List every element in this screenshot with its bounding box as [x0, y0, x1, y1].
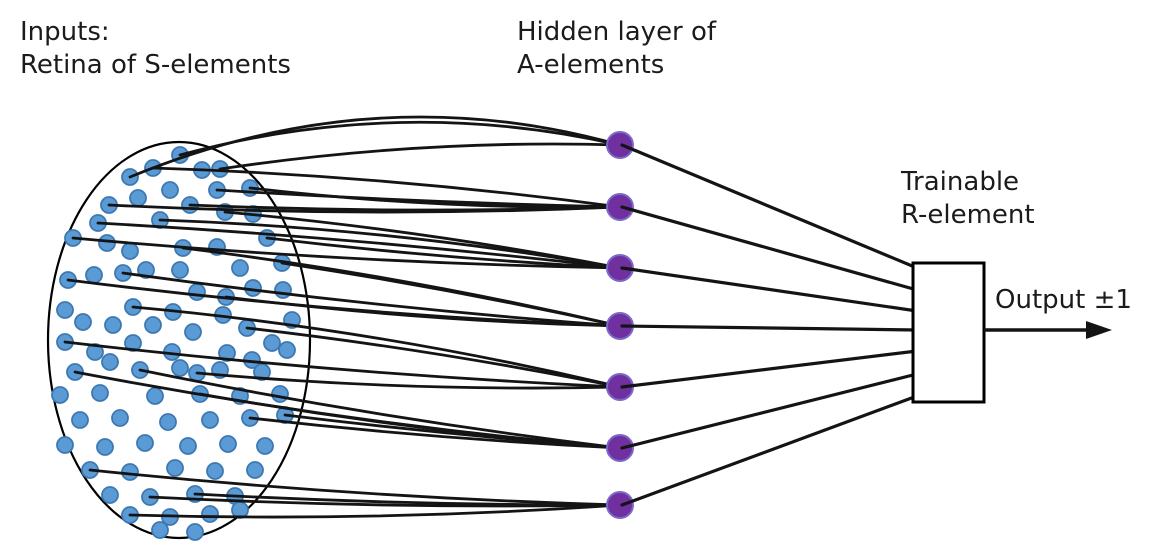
s-element-dot	[271, 385, 289, 403]
sr-connection-line	[121, 271, 622, 328]
ar-connection-line	[620, 205, 919, 292]
ar-connection-line	[620, 266, 919, 313]
output-arrowhead	[1086, 321, 1112, 339]
s-element-dot	[171, 359, 189, 377]
inputs-label: Inputs: Retina of S-elements	[20, 16, 291, 82]
hidden-layer-label-line1: Hidden layer of	[517, 17, 717, 47]
s-element-dot	[253, 363, 271, 381]
s-element-dot	[121, 463, 139, 481]
r-element-label-line2: R-element	[901, 200, 1035, 230]
sr-connection-line	[131, 305, 622, 389]
sr-connection-line	[280, 261, 622, 328]
s-element-dot	[71, 411, 89, 429]
inputs-label-line2: Retina of S-elements	[20, 50, 291, 80]
s-element-dot	[136, 434, 154, 452]
sr-connection-line	[215, 188, 622, 209]
s-element-dot	[85, 266, 103, 284]
sr-connection-line	[283, 413, 622, 450]
s-element-dot	[56, 436, 74, 454]
s-element-dot	[98, 234, 116, 252]
s-element-dot	[256, 437, 274, 455]
retina-ellipse	[46, 140, 312, 540]
s-element-dot	[188, 283, 206, 301]
sr-connection-line	[248, 186, 622, 209]
sr-connection-line	[151, 166, 622, 209]
s-element-dot	[218, 344, 236, 362]
s-element-dot	[51, 386, 69, 404]
s-element-dot	[179, 437, 197, 455]
s-element-dot	[171, 261, 189, 279]
a-element-node	[606, 434, 634, 462]
a-element-node	[606, 131, 634, 159]
s-element-dot	[159, 413, 177, 431]
ar-connection-line	[620, 349, 919, 389]
r-element-label-line1: Trainable	[901, 167, 1020, 197]
s-element-dot	[146, 387, 164, 405]
s-element-dot	[111, 409, 129, 427]
s-element-dot	[74, 313, 92, 331]
s-element-dot	[246, 461, 264, 479]
sr-connection-line	[71, 236, 622, 270]
s-element-dot	[201, 411, 219, 429]
r-element-label: Trainable R-element	[901, 166, 1035, 232]
s-element-dot	[184, 323, 202, 341]
s-element-dot	[91, 384, 109, 402]
a-element-node	[606, 193, 634, 221]
s-element-dot	[144, 316, 162, 334]
ar-connection-line	[620, 324, 919, 332]
r-element-box	[911, 261, 986, 404]
sr-connection-line	[63, 340, 622, 389]
sr-connection-line	[223, 210, 622, 270]
ar-connection-line	[620, 372, 919, 450]
inputs-label-line1: Inputs:	[20, 17, 110, 47]
ar-connection-line	[620, 143, 919, 270]
sr-connection-line	[245, 326, 622, 389]
ar-connection-line	[620, 394, 919, 507]
s-element-dot	[129, 189, 147, 207]
sr-connection-line	[88, 468, 622, 507]
s-element-dot	[96, 438, 114, 456]
s-element-dot	[104, 316, 122, 334]
sr-connection-line	[193, 492, 622, 507]
s-element-dot	[56, 301, 74, 319]
sr-connection-line	[138, 368, 622, 450]
s-element-dot	[219, 435, 237, 453]
s-element-dot	[231, 259, 249, 277]
s-element-dot	[101, 486, 119, 504]
s-element-dot	[166, 459, 184, 477]
s-element-dot	[86, 343, 104, 361]
s-element-dot	[278, 341, 296, 359]
output-label: Output ±1	[995, 285, 1132, 315]
hidden-layer-label-line2: A-elements	[517, 50, 665, 80]
s-element-dot	[101, 353, 119, 371]
s-element-dot	[151, 521, 169, 539]
sr-connection-line	[224, 295, 622, 328]
s-element-dot	[186, 523, 204, 541]
s-element-dot	[137, 261, 155, 279]
sr-connection-line	[128, 503, 622, 519]
s-element-dot	[263, 334, 281, 352]
sr-connection-line	[96, 221, 622, 270]
s-element-dot	[161, 181, 179, 199]
s-element-dot	[206, 462, 224, 480]
a-element-node	[606, 491, 634, 519]
sr-connection-line	[128, 115, 622, 179]
s-element-dot	[121, 242, 139, 260]
s-element-dot	[201, 505, 219, 523]
hidden-layer-label: Hidden layer of A-elements	[517, 16, 716, 82]
sr-connection-line	[265, 236, 622, 270]
sr-connection-line	[218, 142, 622, 171]
sr-connection-line	[178, 120, 622, 157]
sr-connection-line	[195, 371, 622, 390]
